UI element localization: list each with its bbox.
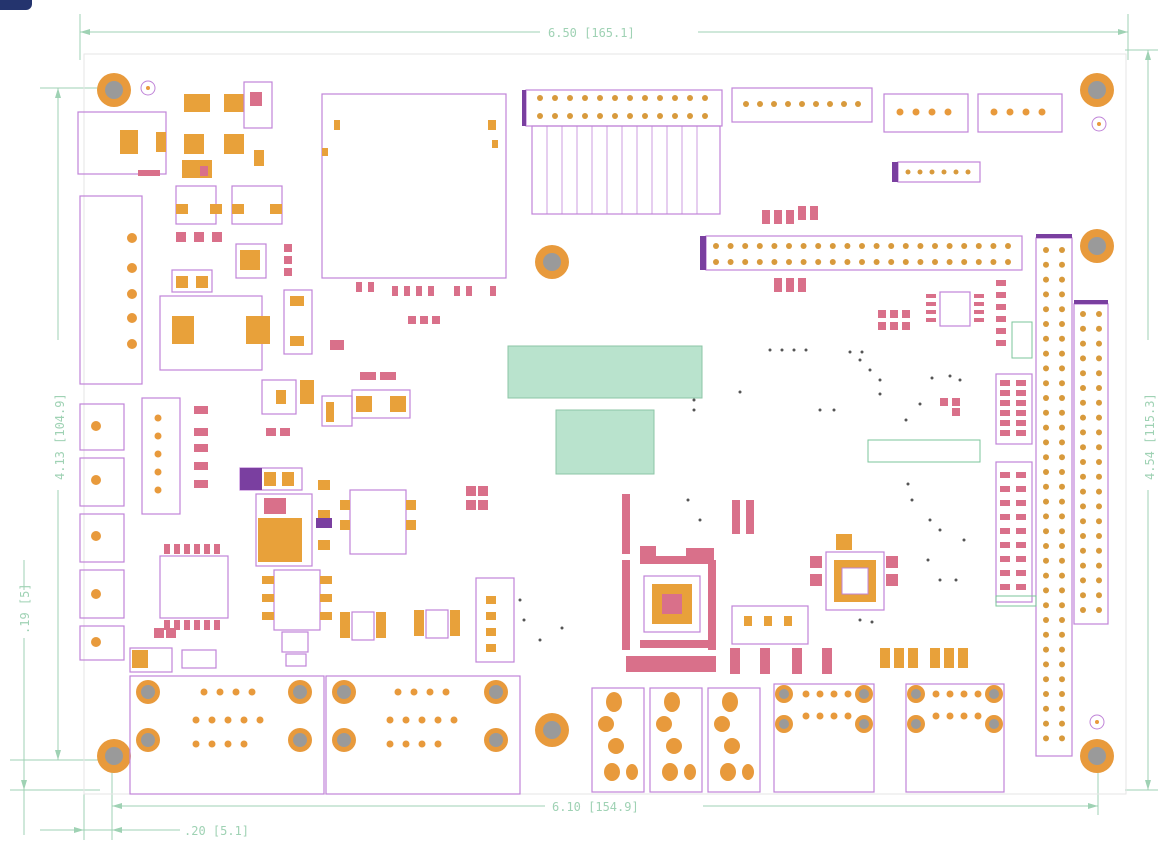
vias [518,348,966,642]
processor-area [622,494,968,674]
top-width-label: 6.50 [165.1] [548,26,635,40]
power-section [159,81,313,371]
module-footprint [321,93,507,324]
right-height-label: 4.54 [115.3] [1143,393,1157,480]
vertical-headers [995,234,1109,757]
keepout-areas [507,345,1037,607]
corner-badge [0,0,32,10]
horizontal-header [700,206,1023,292]
bottom-offset-label: .20 [5.1] [184,824,249,838]
bottom-connectors [129,675,1005,795]
left-height-label: 4.13 [104.9] [53,393,67,480]
mounting-holes [97,73,1114,773]
mid-components [129,340,515,673]
right-mid-ics [878,291,984,416]
board-outline [83,53,1127,795]
bottom-width-label: 6.10 [154.9] [552,800,639,814]
top-headers [522,87,1063,215]
left-connectors [77,111,181,661]
left-offset-label: .19 [5] [18,583,32,634]
